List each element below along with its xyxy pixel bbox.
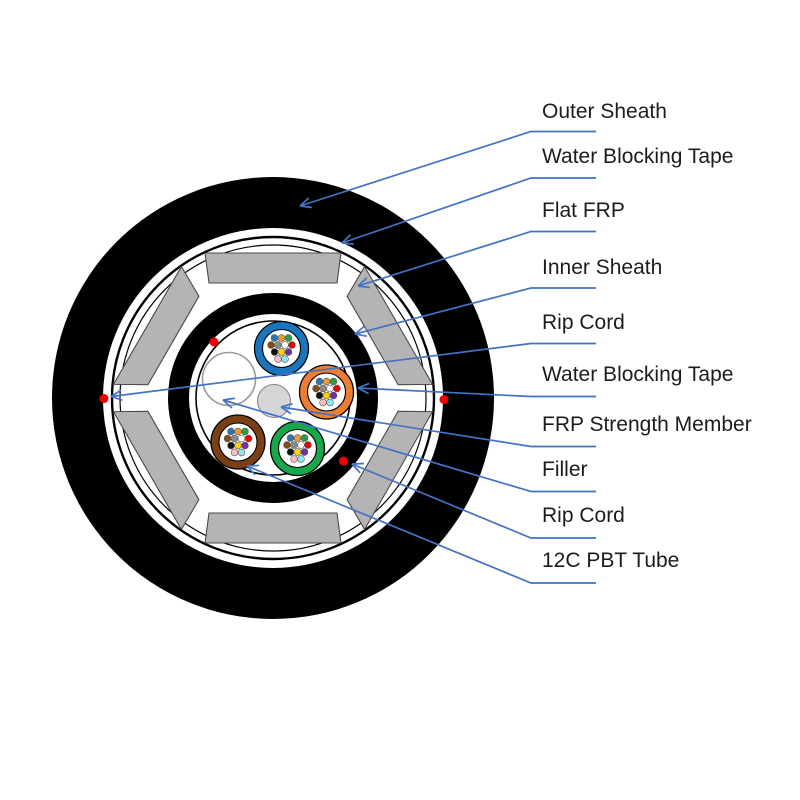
label-frp-strength-member: FRP Strength Member	[542, 413, 752, 436]
label-12c-pbt-tube: 12C PBT Tube	[542, 549, 680, 572]
fiber-blue	[227, 427, 235, 436]
fiber-white	[326, 384, 334, 393]
fiber-green	[329, 377, 338, 386]
arrowhead-outer-sheath	[299, 205, 313, 209]
arrowhead-frp-strength-member	[280, 402, 293, 408]
fiber-yellow	[322, 391, 331, 400]
leader-line-inner-sheath	[354, 287, 596, 335]
fiber-white	[297, 441, 305, 449]
arrowhead-water-blocking-tape-1	[341, 234, 352, 244]
fiber-white	[281, 341, 289, 349]
leader-line-filler	[222, 399, 596, 493]
arrowhead-outer-sheath	[299, 197, 310, 207]
arrowhead-rip-cord-1	[110, 389, 122, 398]
arrowhead-water-blocking-tape-1	[341, 242, 355, 246]
fiber-rose	[274, 355, 282, 363]
label-inner-sheath: Inner Sheath	[542, 256, 663, 279]
fiber-aqua	[237, 448, 246, 457]
leader-line-frp-strength-member	[280, 406, 596, 448]
arrowhead-12c-pbt-tube	[246, 464, 260, 467]
fiber-slate	[230, 434, 239, 443]
leader-line-flat-frp	[357, 230, 596, 287]
rip-cord-dot	[439, 395, 449, 404]
fiber-violet	[284, 348, 293, 356]
arrowhead-inner-sheath	[354, 333, 367, 337]
label-filler: Filler	[542, 458, 588, 481]
fiber-white	[237, 434, 246, 443]
flat-frp-bar	[346, 410, 434, 531]
fiber-aqua	[281, 355, 289, 363]
label-rip-cord-1: Rip Cord	[542, 311, 625, 334]
fiber-brown	[223, 434, 232, 443]
arrowhead-rip-cord-2	[351, 463, 361, 474]
leader-line-water-blocking-tape-2	[357, 387, 596, 398]
fiber-orange	[277, 334, 286, 342]
fiber-yellow	[234, 441, 242, 450]
fiber-slate	[274, 341, 282, 349]
flat-frp-bar	[112, 410, 200, 531]
label-flat-frp: Flat FRP	[542, 199, 625, 222]
leader-line-outer-sheath	[299, 130, 596, 207]
arrowhead-flat-frp	[357, 277, 368, 287]
rip-cord-dot	[209, 337, 219, 347]
leader-line-rip-cord-1	[110, 342, 596, 398]
fiber-rose	[319, 398, 327, 407]
label-water-blocking-tape-2: Water Blocking Tape	[542, 363, 734, 386]
fiber-black	[227, 441, 235, 450]
fiber-aqua	[297, 455, 305, 463]
fiber-black	[286, 448, 295, 456]
fiber-violet	[241, 441, 249, 450]
fiber-rose	[230, 448, 239, 457]
flat-frp-bar	[112, 265, 200, 386]
fiber-orange	[234, 427, 242, 436]
fiber-yellow	[277, 348, 286, 356]
fiber-orange	[293, 434, 302, 442]
fiber-yellow	[293, 448, 302, 456]
arrowhead-inner-sheath	[354, 325, 365, 335]
fiber-green	[241, 427, 249, 436]
arrowhead-frp-strength-member	[280, 406, 292, 415]
fiber-red	[288, 341, 296, 349]
fiber-brown	[312, 384, 320, 393]
rip-cord-dot	[339, 456, 348, 466]
leader-line-rip-cord-2	[351, 463, 596, 539]
arrowhead-12c-pbt-tube	[246, 465, 256, 476]
arrowhead-filler	[222, 399, 233, 409]
fiber-black	[270, 348, 279, 356]
leader-line-water-blocking-tape-1	[341, 177, 596, 244]
fiber-violet	[329, 391, 338, 400]
fiber-green	[300, 434, 309, 442]
fiber-brown	[267, 341, 275, 349]
arrowhead-filler	[222, 397, 235, 401]
arrowhead-water-blocking-tape-2	[357, 382, 370, 389]
arrowhead-flat-frp	[357, 285, 371, 289]
fiber-green	[284, 334, 293, 342]
fiber-red	[304, 441, 312, 449]
frp-strength-member-circle	[256, 383, 292, 419]
label-water-blocking-tape-1: Water Blocking Tape	[542, 145, 734, 168]
fiber-blue	[286, 434, 295, 442]
fiber-black	[315, 391, 324, 400]
fiber-blue	[270, 334, 279, 342]
arrowhead-rip-cord-1	[110, 395, 123, 401]
label-rip-cord-2: Rip Cord	[542, 504, 625, 527]
fiber-orange	[322, 377, 331, 386]
label-outer-sheath: Outer Sheath	[542, 100, 667, 123]
fiber-violet	[300, 448, 309, 456]
leader-line-12c-pbt-tube	[246, 465, 596, 584]
fiber-brown	[283, 441, 291, 449]
rip-cord-dot	[99, 394, 109, 403]
fiber-aqua	[326, 398, 334, 407]
fiber-slate	[290, 441, 298, 449]
fiber-red	[244, 434, 253, 443]
fiber-blue	[315, 377, 324, 386]
flat-frp-bar	[204, 252, 342, 284]
fiber-slate	[319, 384, 327, 393]
arrowhead-rip-cord-2	[351, 462, 365, 465]
fiber-red	[333, 384, 341, 393]
arrowhead-water-blocking-tape-2	[357, 387, 370, 395]
flat-frp-bar	[204, 512, 342, 544]
fiber-rose	[290, 455, 298, 463]
